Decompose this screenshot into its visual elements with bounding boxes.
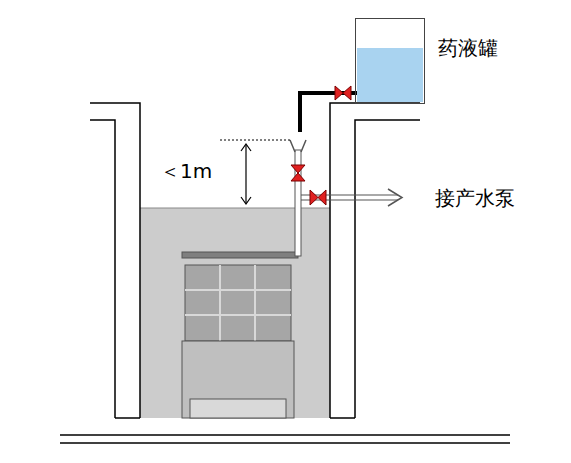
pit-walls — [60, 103, 510, 443]
outlet-label: 接产水泵 — [435, 187, 515, 209]
reference-line — [220, 140, 290, 141]
dimension-arrows — [241, 144, 251, 204]
chemical-tank: 药液罐 — [355, 18, 425, 104]
dimension-label: ＜1m — [160, 160, 212, 182]
valve — [291, 86, 351, 205]
outlet-arrow — [388, 189, 402, 206]
module-top-plate — [182, 252, 298, 258]
funnel — [290, 140, 306, 152]
tank-label: 药液罐 — [438, 37, 498, 59]
dimension-line — [245, 145, 246, 203]
tank-liquid — [357, 48, 423, 102]
module-grid — [185, 265, 291, 341]
membrane-module — [185, 265, 291, 341]
module-base — [182, 341, 294, 418]
supply-pipe — [300, 93, 357, 132]
base-slot — [190, 399, 286, 418]
